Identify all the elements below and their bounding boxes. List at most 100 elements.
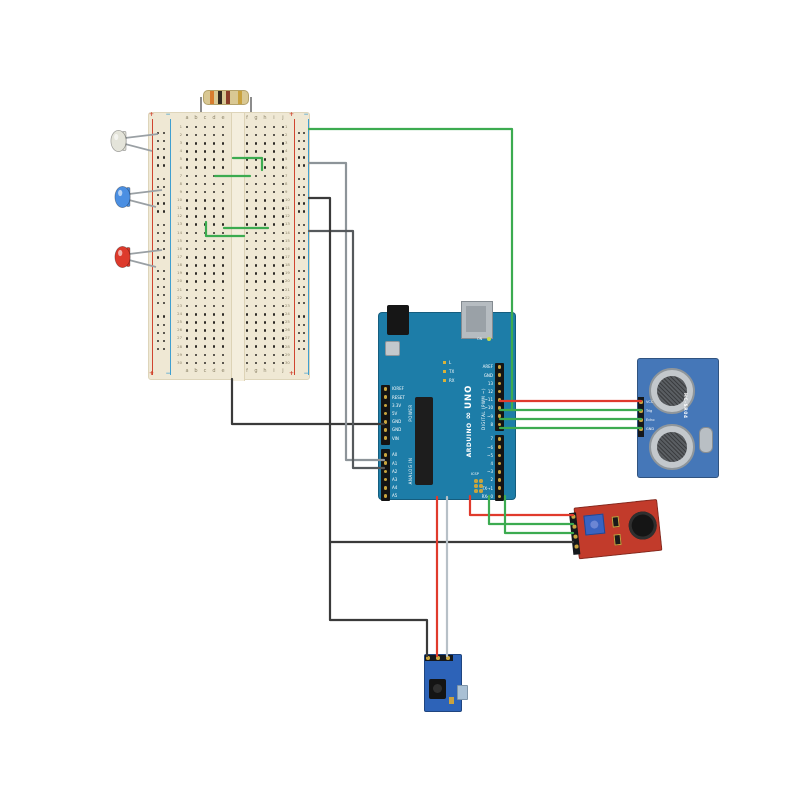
row-number-left: 4 [179, 148, 182, 154]
breadboard-hole [203, 272, 207, 275]
breadboard-hole [272, 312, 276, 316]
breadboard-hole [221, 141, 225, 145]
resistor-lead-right [250, 97, 252, 112]
sound-sensor-pin[interactable] [574, 544, 579, 549]
sound-sensor-pin[interactable] [571, 514, 576, 519]
sound-sensor[interactable] [569, 498, 663, 560]
breadboard-hole [221, 296, 225, 300]
pin-digital-~6[interactable] [497, 445, 502, 449]
breadboard-hole [221, 158, 225, 161]
breadboard-hole [254, 247, 258, 251]
breadboard-hole [194, 361, 198, 365]
digital-pin-header-bottom[interactable] [495, 435, 504, 501]
pin-digital-TX→1[interactable] [497, 486, 502, 490]
pin-digital-AREF[interactable] [497, 365, 502, 369]
pin-digital-~9[interactable] [497, 414, 502, 418]
ultrasonic-pin-VCC[interactable] [639, 400, 643, 404]
wire-breadboard-row-to-analog-1[interactable] [307, 161, 386, 462]
pin-digital-~10[interactable] [497, 406, 502, 410]
breadboard-hole [245, 174, 249, 178]
ir-receiver-module[interactable] [424, 654, 468, 712]
breadboard-hole [212, 353, 216, 357]
breadboard-hole [281, 207, 285, 210]
icsp-pin[interactable] [474, 479, 478, 483]
breadboard-hole [212, 215, 216, 218]
icsp-pin[interactable] [479, 479, 483, 483]
breadboard-hole [272, 345, 276, 349]
wire-sound-sensor-signal-2[interactable] [503, 494, 575, 535]
icsp-pin[interactable] [474, 484, 478, 488]
ultrasonic-pin-header[interactable] [638, 397, 644, 437]
icsp-pin[interactable] [479, 484, 483, 488]
power-rail-hole [156, 139, 160, 143]
arduino-board[interactable]: ARDUINO ∞ UNO DIGITAL (PWM ~) POWER ANAL… [378, 301, 516, 501]
led-blue[interactable] [114, 183, 166, 213]
breadboard-hole [245, 272, 249, 275]
breadboard-hole [272, 288, 276, 292]
sound-sensor-pin[interactable] [572, 524, 577, 529]
ir-pin[interactable] [426, 656, 430, 660]
pin-label-analog-A4: A4 [392, 485, 398, 491]
pin-digital-~3[interactable] [497, 470, 502, 474]
ir-pin[interactable] [446, 656, 450, 660]
wire-breadboard-gnd-to-arduino[interactable] [230, 377, 386, 426]
led-red[interactable] [114, 243, 166, 273]
indicator-label-TX: TX [449, 368, 455, 374]
wire-breadboard-row-to-analog-2[interactable] [307, 229, 386, 470]
breadboard-hole [212, 272, 216, 275]
ultrasonic-pin-GND[interactable] [639, 427, 643, 431]
ultrasonic-pin-Echo[interactable] [639, 418, 643, 422]
pin-digital-8[interactable] [497, 422, 502, 427]
breadboard-hole [254, 239, 258, 243]
analog-pin-header[interactable] [381, 449, 390, 501]
breadboard-hole [185, 304, 189, 308]
pin-digital-4[interactable] [497, 461, 502, 466]
pin-digital-7[interactable] [497, 437, 502, 441]
breadboard-hole [203, 312, 207, 316]
pin-label-digital-13: 13 [487, 380, 493, 386]
indicator-led-TX [443, 370, 446, 373]
icsp-pin[interactable] [474, 489, 478, 493]
pin-analog-A4[interactable] [383, 486, 388, 490]
power-rail-hole [297, 185, 301, 189]
row-number-right: 24 [285, 311, 290, 317]
power-rail-hole [302, 202, 306, 205]
pin-digital-~11[interactable] [497, 398, 502, 402]
potentiometer[interactable] [583, 513, 606, 536]
pin-digital-2[interactable] [497, 478, 502, 482]
pin-digital-~5[interactable] [497, 453, 502, 458]
power-rail-hole [156, 239, 160, 243]
breadboard-hole [263, 288, 267, 292]
breadboard-hole [272, 215, 276, 218]
breadboard-hole [221, 190, 225, 194]
breadboard-hole [254, 321, 258, 324]
power-rail-hole [302, 131, 306, 135]
breadboard-hole [281, 361, 285, 365]
power-rail-hole [156, 131, 160, 135]
breadboard-hole [212, 174, 216, 178]
sound-sensor-pin[interactable] [573, 534, 578, 539]
power-rail-hole [162, 148, 166, 151]
breadboard-hole [272, 166, 276, 169]
crystal-oscillator [699, 427, 713, 453]
pin-analog-A0[interactable] [383, 453, 388, 457]
ultrasonic-pin-Trig[interactable] [639, 409, 643, 413]
power-rail-hole [162, 139, 166, 143]
breadboard-hole [272, 133, 276, 137]
breadboard-hole [203, 296, 207, 300]
breadboard-hole [194, 133, 198, 137]
icsp-pin[interactable] [479, 489, 483, 493]
led-white[interactable] [110, 127, 162, 157]
breadboard-hole [185, 174, 189, 178]
breadboard-hole [194, 125, 198, 129]
resistor[interactable] [195, 84, 257, 112]
row-number-right: 26 [285, 327, 290, 333]
pin-power-GND[interactable] [383, 428, 388, 432]
pin-power-IOREF[interactable] [383, 387, 388, 391]
ir-pin[interactable] [436, 656, 440, 660]
pin-power-GND[interactable] [383, 420, 388, 424]
reset-button[interactable] [385, 341, 400, 356]
pin-analog-A5[interactable] [383, 494, 388, 498]
